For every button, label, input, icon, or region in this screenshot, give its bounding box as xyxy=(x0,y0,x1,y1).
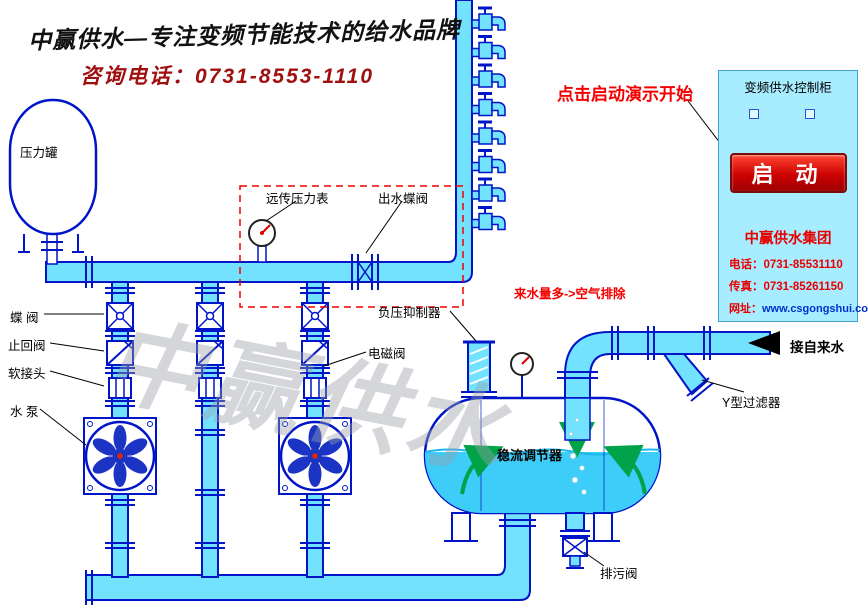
faucet xyxy=(470,63,507,89)
company-name: 中赢供水集团 xyxy=(744,231,832,247)
demo-start-hint: 点击启动演示开始 xyxy=(557,85,693,104)
control-signal-box xyxy=(239,185,464,308)
air-bubbles xyxy=(568,417,587,495)
soft-joint xyxy=(303,377,327,399)
riser-2 xyxy=(194,281,226,578)
faucet-column xyxy=(470,6,507,231)
vacuum-suppressor-label: 负压抑制器 xyxy=(378,306,441,320)
solenoid-valve-label: 电磁阀 xyxy=(368,347,406,361)
cabinet-tel: 电话：0731-85531110 xyxy=(729,259,843,271)
cabinet-website: 网址：www.csgongshui.com xyxy=(729,300,868,316)
pressure-tank xyxy=(8,98,98,265)
pump-riser-3 xyxy=(279,281,351,578)
air-exhaust-note: 来水量多->空气排除 xyxy=(514,287,626,301)
tank-pressure-gauge xyxy=(510,352,534,398)
start-button[interactable]: 启 动 xyxy=(730,153,847,193)
solenoid-valve xyxy=(301,340,329,366)
outlet-valve-label: 出水蝶阀 xyxy=(378,192,429,206)
hotline-text: 咨询电话：0731-8553-1110 xyxy=(80,65,375,88)
soft-joint xyxy=(108,377,132,399)
faucet xyxy=(470,92,507,117)
y-filter-label: Y型过滤器 xyxy=(722,396,781,410)
drain-assembly xyxy=(560,512,590,569)
faucet xyxy=(470,35,507,60)
check-valve xyxy=(106,340,134,366)
indicator-light-2 xyxy=(805,109,815,119)
remote-gauge-label: 远传压力表 xyxy=(266,192,329,206)
soft-joint-label: 软接头 xyxy=(8,367,46,381)
check-valve-label: 止回阀 xyxy=(8,339,46,353)
outlet-butterfly-valve xyxy=(351,254,379,290)
faucet xyxy=(470,149,507,174)
butterfly-valve-label: 蝶 阀 xyxy=(10,311,39,325)
butterfly-valve xyxy=(196,302,224,330)
pump-1 xyxy=(84,418,156,494)
website-label: 网址： xyxy=(729,303,762,315)
remote-pressure-gauge xyxy=(248,219,276,263)
soft-joint xyxy=(198,377,222,399)
main-outlet-pipe xyxy=(45,0,473,283)
pump-2 xyxy=(279,418,351,494)
flow-direction-arrow xyxy=(748,331,780,355)
cabinet-title: 变频供水控制柜 xyxy=(744,81,832,95)
faucet xyxy=(470,120,507,146)
cabinet-fax: 传真：0731-85261150 xyxy=(729,281,844,293)
water-pump-label: 水 泵 xyxy=(10,405,39,419)
faucet xyxy=(470,177,507,203)
indicator-light-1 xyxy=(749,109,759,119)
control-cabinet: 变频供水控制柜 启 动 中赢供水集团 电话：0731-85531110 传真：0… xyxy=(718,70,868,322)
faucet xyxy=(470,6,507,32)
vacuum-suppressor xyxy=(461,340,497,398)
flow-regulator-label: 稳流调节器 xyxy=(497,448,563,463)
y-filter xyxy=(647,326,714,402)
check-valve xyxy=(196,340,224,366)
faucet xyxy=(470,206,507,231)
drain-valve-label: 排污阀 xyxy=(600,567,638,581)
website-url: www.csgongshui.com xyxy=(762,303,868,315)
pressure-tank-label: 压力罐 xyxy=(20,146,58,160)
butterfly-valve xyxy=(106,302,134,330)
pump-riser-1 xyxy=(84,281,156,578)
tap-water-label: 接自来水 xyxy=(790,340,844,355)
inlet-pipe xyxy=(557,326,780,495)
